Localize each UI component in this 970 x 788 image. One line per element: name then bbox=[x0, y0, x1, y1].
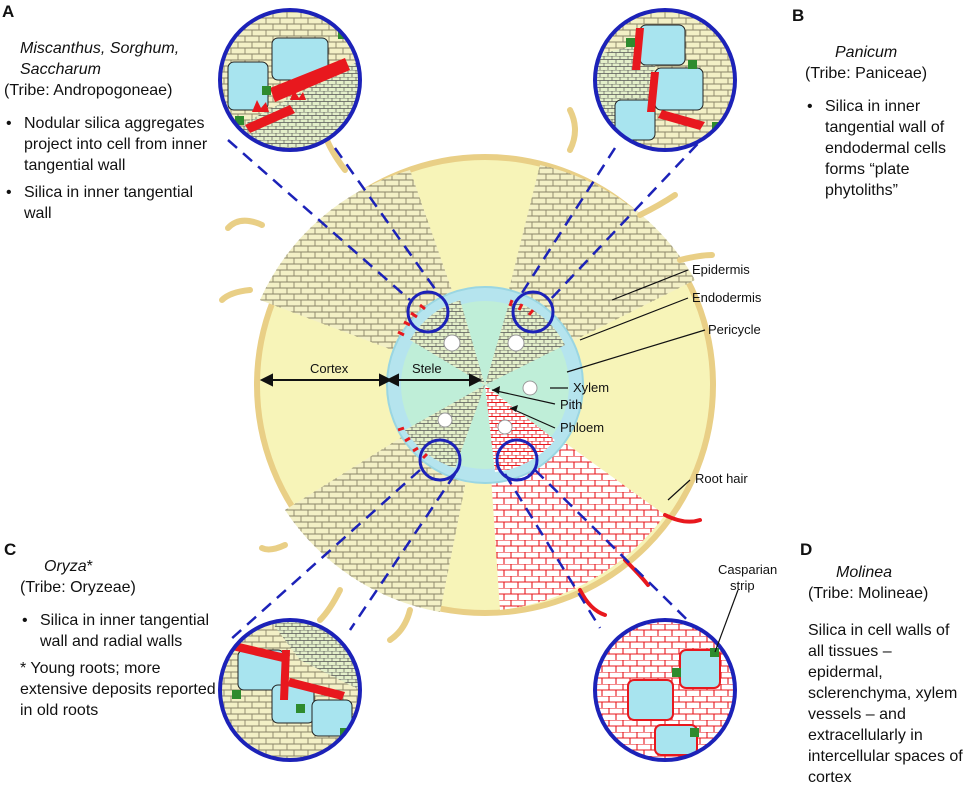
panel-B-bullet-1: Silica in inner tangential wall of endod… bbox=[805, 96, 965, 201]
label-root-hair: Root hair bbox=[695, 471, 748, 486]
magnifier-A-content bbox=[220, 10, 360, 150]
magnifier-A-ring bbox=[218, 8, 362, 152]
label-casparian-1: Casparian bbox=[718, 562, 777, 577]
label-epidermis: Epidermis bbox=[692, 262, 750, 277]
label-cortex: Cortex bbox=[310, 361, 349, 376]
label-endodermis: Endodermis bbox=[692, 290, 762, 305]
panel-C-letter: C bbox=[4, 540, 17, 559]
label-stele: Stele bbox=[412, 361, 442, 376]
dimension-arrows bbox=[259, 373, 483, 387]
label-pericycle: Pericycle bbox=[708, 322, 761, 337]
panel-C-note: * Young roots; more extensive deposits r… bbox=[20, 660, 216, 719]
panel-A-tribe: (Tribe: Andropogoneae) bbox=[4, 82, 173, 99]
leader-lines bbox=[491, 269, 739, 653]
panel-C: Oryza* (Tribe: Oryzeae) Silica in inner … bbox=[20, 556, 220, 721]
panel-C-taxa: Oryza bbox=[44, 558, 87, 575]
panel-A-bullet-1: Nodular silica aggregates project into c… bbox=[4, 113, 209, 176]
panel-C-asterisk: * bbox=[86, 558, 93, 575]
label-xylem: Xylem bbox=[573, 380, 609, 395]
panel-C-bullet-1: Silica in inner tangential wall and radi… bbox=[20, 610, 220, 652]
label-pith: Pith bbox=[560, 397, 582, 412]
panel-D: Molinea (Tribe: Molineae) Silica in cell… bbox=[808, 562, 968, 788]
magnifier-C-ring bbox=[218, 618, 362, 762]
panel-B-letter: B bbox=[792, 6, 805, 25]
panel-D-tribe: (Tribe: Molineae) bbox=[808, 585, 929, 602]
projection-lines bbox=[227, 114, 729, 661]
panel-D-letter: D bbox=[800, 540, 813, 559]
panel-B-tribe: (Tribe: Paniceae) bbox=[805, 65, 928, 82]
panel-A-taxa: Miscanthus, Sorghum, Saccharum bbox=[20, 40, 180, 78]
magnifier-B-ring bbox=[593, 8, 737, 152]
panel-A-bullet-2: Silica in inner tangential wall bbox=[4, 182, 209, 224]
panel-D-taxa: Molinea bbox=[836, 564, 893, 581]
panel-B-taxa: Panicum bbox=[835, 44, 898, 61]
magnifier-D-ring bbox=[593, 618, 737, 762]
magnifier-markers bbox=[406, 290, 555, 482]
endodermis-silica-marks bbox=[397, 299, 535, 460]
xylem-vessels bbox=[437, 334, 538, 435]
label-casparian-2: strip bbox=[730, 578, 755, 593]
arrowheads bbox=[492, 386, 518, 412]
panel-D-text: Silica in cell walls of all tissues – ep… bbox=[808, 622, 963, 786]
vascular-B bbox=[485, 300, 565, 385]
label-phloem: Phloem bbox=[560, 420, 604, 435]
panel-C-tribe: (Tribe: Oryzeae) bbox=[20, 579, 136, 596]
panel-A: Miscanthus, Sorghum, Saccharum (Tribe: A… bbox=[4, 38, 209, 230]
vascular-D bbox=[485, 385, 555, 472]
panel-A-letter: A bbox=[2, 2, 15, 21]
panel-B: Panicum (Tribe: Paniceae) Silica in inne… bbox=[805, 42, 965, 207]
magnifier-D-content bbox=[595, 620, 735, 760]
